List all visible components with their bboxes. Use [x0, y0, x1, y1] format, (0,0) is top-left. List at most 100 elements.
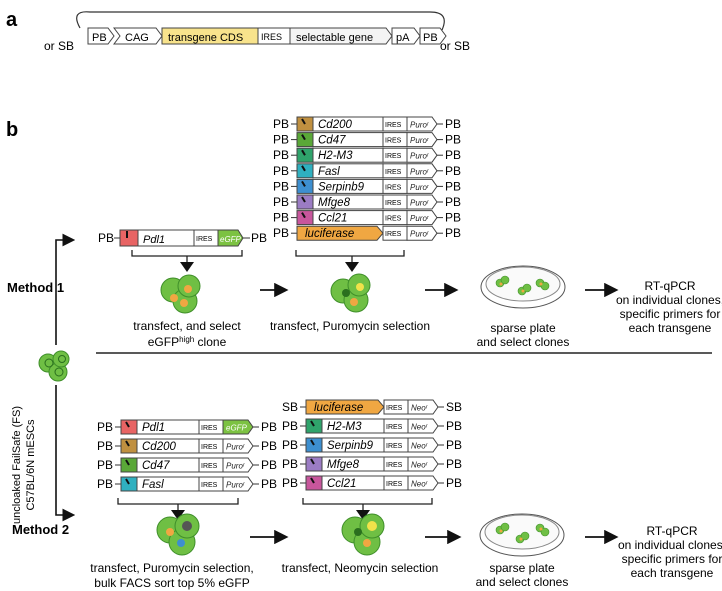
m2-step1-line2: bulk FACS sort top 5% eGFP — [94, 576, 249, 590]
selection-marker-label: eGFP — [226, 424, 248, 433]
pb-label: PB — [98, 231, 114, 245]
ires-label: IRES — [201, 463, 218, 470]
pb-right-label: PB — [445, 226, 461, 240]
starting-cells — [38, 350, 70, 382]
m2-step4-line3: specific primers for — [622, 552, 722, 566]
pb-right-label: PB — [446, 476, 462, 490]
pb-left-label: PB — [282, 476, 298, 490]
selection-marker-label: Puroʳ — [226, 462, 246, 471]
pb-right-label: PB — [445, 148, 461, 162]
construct-serpinb9: PB Serpinb9 IRES Puroʳ PB — [273, 178, 461, 194]
ires-label: IRES — [385, 200, 402, 207]
plasmid-backbone — [76, 11, 445, 31]
pb-right-label: PB — [261, 477, 277, 491]
ires-a: IRES — [261, 32, 282, 42]
selection-marker-label: Puroʳ — [410, 121, 430, 130]
branch-arrow-m1 — [55, 233, 76, 345]
pb-right-label: PB — [446, 419, 462, 433]
ires-label: IRES — [201, 444, 218, 451]
pb-right-label: PB — [445, 211, 461, 225]
pb-left-label: PB — [273, 211, 289, 225]
ires-label: IRES — [385, 169, 402, 176]
down-arrow-m2a — [171, 510, 185, 520]
selection-marker-label: Puroʳ — [226, 481, 246, 490]
gene-label-luciferase: luciferase — [314, 402, 363, 414]
m2-step4-line4: each transgene — [631, 566, 714, 580]
pb-left-label: PB — [273, 179, 289, 193]
pb-left-label: PB — [97, 439, 113, 453]
pb-right-label: PB — [446, 457, 462, 471]
down-arrow-m1a — [180, 262, 194, 272]
pb-left-label: PB — [273, 195, 289, 209]
gene-pdl1: Pdl1 — [143, 234, 165, 246]
cell-cluster-m2a — [156, 513, 200, 556]
ires-label: IRES — [385, 184, 402, 191]
pb-right-label: PB — [445, 133, 461, 147]
cag-promoter: CAG — [125, 32, 149, 44]
m2-step2: transfect, Neomycin selection — [282, 561, 439, 575]
ires-label: IRES — [385, 216, 402, 223]
ires-label: IRES — [385, 138, 402, 145]
down-arrow-m1b — [345, 262, 359, 272]
m1-step1-line2: eGFPhigh clone — [148, 335, 227, 349]
cell-cluster-m1b — [330, 273, 371, 313]
pb-right-label: PB — [445, 195, 461, 209]
pb-left-label: PB — [273, 148, 289, 162]
pb-right-label: PB — [446, 438, 462, 452]
pb-left-label: PB — [97, 458, 113, 472]
selection-marker-label: Neoʳ — [411, 461, 429, 470]
pb-right-a: PB — [423, 32, 438, 44]
selection-marker-label: Puroʳ — [410, 230, 430, 239]
pb-label: PB — [251, 231, 267, 245]
ires-label: IRES — [201, 425, 218, 432]
pb-right-label: PB — [261, 439, 277, 453]
m1-step4-line4: each transgene — [629, 321, 712, 335]
pb-left-label: PB — [97, 420, 113, 434]
ires-label: IRES — [385, 122, 402, 129]
petri-dish-m2 — [479, 513, 565, 557]
ires-label: IRES — [385, 231, 402, 238]
cell-cluster-m2b — [341, 513, 385, 556]
m2-step4-line1: RT-qPCR — [646, 524, 697, 538]
gene-label-ccl21: Ccl21 — [327, 478, 356, 490]
m1-step1-egfp: eGFP — [148, 335, 179, 349]
selectable-gene: selectable gene — [296, 32, 373, 44]
selection-marker-label: Puroʳ — [410, 183, 430, 192]
pa-signal: pA — [396, 32, 410, 44]
petri-dish-m1 — [480, 265, 566, 309]
pb-left-a: PB — [92, 32, 107, 44]
cell-line-label: uncloaked FailSafe (FS) — [11, 406, 23, 524]
pb-right-label: PB — [261, 420, 277, 434]
pb-right-label: PB — [445, 179, 461, 193]
m1-step1-line1: transfect, and select — [133, 319, 241, 333]
gene-label-h2-m3: H2-M3 — [327, 421, 362, 433]
gene-label-serpinb9: Serpinb9 — [318, 181, 365, 193]
selection-marker-label: Neoʳ — [411, 442, 429, 451]
pb-right-label: PB — [445, 164, 461, 178]
pb-left-label: PB — [282, 457, 298, 471]
m2-step4-line2: on individual clones, — [618, 538, 722, 552]
transgene-cds-label: transgene CDS — [168, 32, 243, 44]
gene-label-cd47: Cd47 — [142, 460, 170, 472]
pb-left-label: PB — [273, 226, 289, 240]
m1-step4-line1: RT-qPCR — [644, 279, 695, 293]
gene-label-cd200: Cd200 — [142, 441, 176, 453]
pdl1-construct-m1: PB Pdl1 IRES eGFP PB — [98, 229, 267, 247]
pb-right-label: PB — [445, 117, 461, 131]
ires-label: IRES — [385, 153, 402, 160]
ires-label: IRES — [201, 482, 218, 489]
gene-label-mfge8: Mfge8 — [318, 197, 351, 209]
bracket-m2b — [302, 498, 433, 505]
